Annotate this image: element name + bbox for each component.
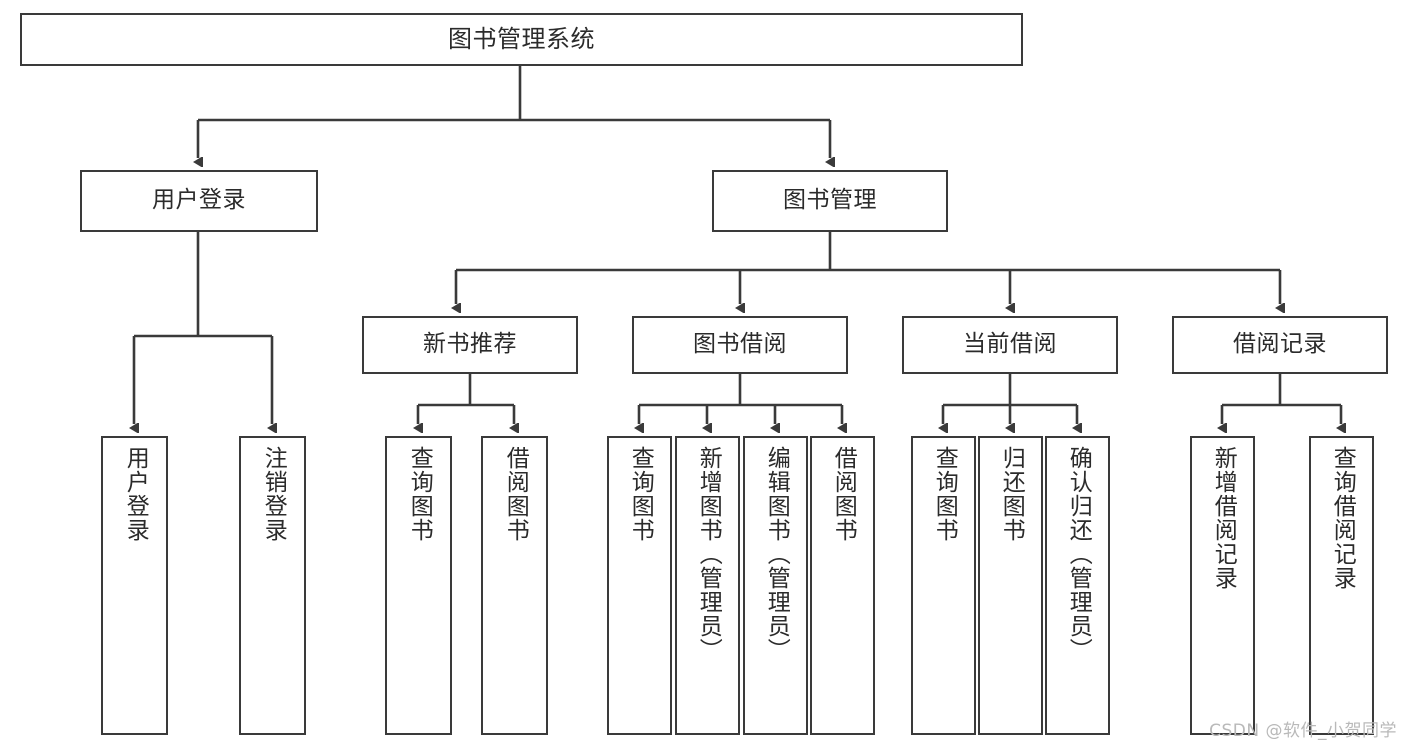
node-new-book-recommend[interactable]: 新书推荐 — [362, 316, 578, 374]
node-user-login-label: 用户登录 — [152, 187, 246, 214]
leaf-confirm-return[interactable]: 确认归还（管理员） — [1045, 436, 1110, 735]
leaf-query-book-3[interactable]: 查询图书 — [911, 436, 976, 735]
leaf-query-book-3-label: 查询图书 — [931, 446, 958, 542]
leaf-borrow-book-1[interactable]: 借阅图书 — [481, 436, 548, 735]
leaf-query-record-label: 查询借阅记录 — [1329, 446, 1356, 590]
leaf-add-book-label: 新增图书（管理员） — [695, 446, 722, 662]
node-current-borrow-label: 当前借阅 — [963, 331, 1057, 358]
leaf-add-book[interactable]: 新增图书（管理员） — [675, 436, 740, 735]
leaf-user-login[interactable]: 用户登录 — [101, 436, 168, 735]
leaf-query-book-2[interactable]: 查询图书 — [607, 436, 672, 735]
node-root[interactable]: 图书管理系统 — [20, 13, 1023, 66]
node-book-borrow-label: 图书借阅 — [693, 331, 787, 358]
leaf-query-book-1-label: 查询图书 — [406, 446, 433, 542]
node-root-label: 图书管理系统 — [448, 25, 595, 54]
leaf-borrow-book-2[interactable]: 借阅图书 — [810, 436, 875, 735]
leaf-user-login-label: 用户登录 — [122, 446, 149, 542]
node-book-manage-label: 图书管理 — [783, 187, 877, 214]
leaf-logout-login-label: 注销登录 — [260, 446, 287, 542]
node-book-borrow[interactable]: 图书借阅 — [632, 316, 848, 374]
node-borrow-record[interactable]: 借阅记录 — [1172, 316, 1388, 374]
leaf-return-book-label: 归还图书 — [998, 446, 1025, 542]
leaf-logout-login[interactable]: 注销登录 — [239, 436, 306, 735]
leaf-return-book[interactable]: 归还图书 — [978, 436, 1043, 735]
leaf-confirm-return-label: 确认归还（管理员） — [1065, 446, 1092, 662]
node-borrow-record-label: 借阅记录 — [1233, 331, 1327, 358]
node-book-manage[interactable]: 图书管理 — [712, 170, 948, 232]
node-user-login[interactable]: 用户登录 — [80, 170, 318, 232]
csdn-watermark: CSDN @软件_小贺同学 — [1209, 721, 1397, 741]
leaf-edit-book[interactable]: 编辑图书（管理员） — [743, 436, 808, 735]
leaf-edit-book-label: 编辑图书（管理员） — [763, 446, 790, 662]
leaf-add-record[interactable]: 新增借阅记录 — [1190, 436, 1255, 735]
node-current-borrow[interactable]: 当前借阅 — [902, 316, 1118, 374]
leaf-query-book-1[interactable]: 查询图书 — [385, 436, 452, 735]
leaf-borrow-book-2-label: 借阅图书 — [830, 446, 857, 542]
leaf-borrow-book-1-label: 借阅图书 — [502, 446, 529, 542]
leaf-query-book-2-label: 查询图书 — [627, 446, 654, 542]
leaf-add-record-label: 新增借阅记录 — [1210, 446, 1237, 590]
node-new-book-recommend-label: 新书推荐 — [423, 331, 517, 358]
leaf-query-record[interactable]: 查询借阅记录 — [1309, 436, 1374, 735]
